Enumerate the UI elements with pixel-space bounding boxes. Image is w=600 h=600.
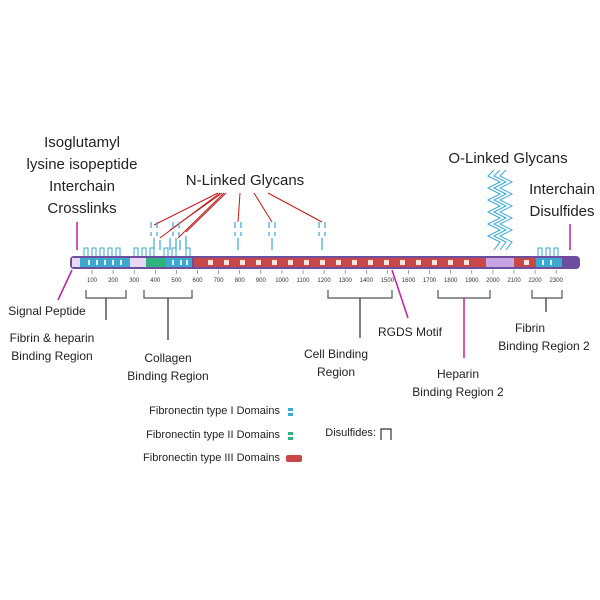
scale-tick-label: 300 bbox=[129, 278, 140, 284]
region-brackets bbox=[85, 290, 563, 299]
scale-tick-label: 900 bbox=[256, 278, 267, 284]
scale-tick-label: 500 bbox=[171, 278, 182, 284]
scale-tick-label: 1100 bbox=[297, 278, 311, 284]
legend-type2-label: Fibronectin type II Domains bbox=[146, 429, 280, 441]
heparin2-bracket bbox=[437, 290, 491, 299]
isopeptide-label: Isoglutamyl lysine isopeptide Interchain… bbox=[27, 134, 138, 217]
legend-type3-swatch bbox=[286, 455, 302, 462]
legend: Fibronectin type I Domains Fibronectin t… bbox=[143, 405, 392, 464]
signal-peptide-pointer bbox=[57, 269, 73, 301]
linker-region bbox=[130, 258, 146, 267]
disulfides-top-line-2: Disulfides bbox=[529, 203, 594, 220]
legend-disulfides-label: Disulfides: bbox=[325, 427, 376, 439]
scale-tick-label: 2200 bbox=[528, 278, 542, 284]
rgds-label: RGDS Motif bbox=[378, 325, 443, 339]
fibrin-heparin-bracket bbox=[85, 290, 127, 299]
scale-tick-label: 2100 bbox=[507, 278, 521, 284]
glycan-tree bbox=[172, 222, 180, 250]
glycan-tree bbox=[318, 222, 326, 250]
legend-disulfide-icon bbox=[380, 428, 392, 440]
scale-tick-label: 2300 bbox=[550, 278, 564, 284]
protein-bar bbox=[70, 256, 580, 269]
type1-region-c bbox=[536, 258, 562, 267]
bracket-stems bbox=[105, 298, 547, 358]
scale-tick-label: 600 bbox=[192, 278, 203, 284]
scale-tick-label: 1600 bbox=[402, 278, 416, 284]
collagen-line-2: Binding Region bbox=[127, 369, 208, 383]
glycan-tree bbox=[234, 222, 242, 250]
fibrin2-bracket bbox=[531, 290, 563, 299]
rgds-pointer bbox=[391, 269, 409, 319]
isopeptide-line-4: Crosslinks bbox=[47, 200, 116, 217]
scale-tick-label: 200 bbox=[108, 278, 119, 284]
disulfides-top-line-1: Interchain bbox=[529, 181, 595, 198]
scale-tick-label: 400 bbox=[150, 278, 161, 284]
cell-binding-bracket bbox=[327, 290, 393, 299]
scale-tick-label: 1000 bbox=[275, 278, 289, 284]
scale-tick-label: 2000 bbox=[486, 278, 500, 284]
scale-tick-label: 1500 bbox=[381, 278, 395, 284]
scale-ticks: 100 200 300 400 500 600 700 800 900 1000 1100 1200 1… bbox=[87, 270, 564, 284]
scale-tick-label: 1700 bbox=[423, 278, 437, 284]
fibrin-heparin-line-2: Binding Region bbox=[11, 349, 92, 363]
isopeptide-line-1: Isoglutamyl bbox=[44, 134, 120, 151]
scale-tick-label: 1200 bbox=[317, 278, 331, 284]
o-linked-region bbox=[486, 258, 514, 267]
fibrin2-line-2: Binding Region 2 bbox=[498, 339, 590, 353]
scale-tick-label: 1400 bbox=[360, 278, 374, 284]
glycan-tree bbox=[150, 222, 158, 250]
o-glycan-stack bbox=[486, 169, 514, 251]
n-glycan-trees bbox=[150, 222, 326, 250]
disulfide-loops bbox=[83, 247, 559, 256]
domain-separators bbox=[88, 260, 552, 265]
n-glycans-label: N-Linked Glycans bbox=[186, 172, 304, 189]
legend-type1-swatch bbox=[288, 408, 293, 416]
isopeptide-line-3: Interchain bbox=[49, 178, 115, 195]
legend-type2-swatch bbox=[288, 432, 293, 440]
legend-type3-label: Fibronectin type III Domains bbox=[143, 452, 280, 464]
fibrin-heparin-line-1: Fibrin & heparin bbox=[10, 331, 95, 345]
cell-binding-line-1: Cell Binding bbox=[304, 347, 368, 361]
signal-peptide-label: Signal Peptide bbox=[8, 304, 86, 318]
scale-tick-label: 800 bbox=[235, 278, 246, 284]
scale-tick-label: 700 bbox=[214, 278, 225, 284]
legend-type1-label: Fibronectin type I Domains bbox=[149, 405, 280, 417]
type1-region-b bbox=[166, 258, 192, 267]
collagen-bracket bbox=[143, 290, 193, 299]
heparin2-line-2: Binding Region 2 bbox=[412, 385, 504, 399]
n-glycan-leaders bbox=[153, 192, 323, 239]
collagen-line-1: Collagen bbox=[144, 351, 191, 365]
cell-binding-line-2: Region bbox=[317, 365, 355, 379]
c-terminus bbox=[562, 258, 578, 267]
signal-peptide-segment bbox=[72, 258, 80, 267]
isopeptide-line-2: lysine isopeptide bbox=[27, 156, 138, 173]
type2-region bbox=[146, 258, 166, 267]
scale-tick-label: 1300 bbox=[339, 278, 353, 284]
scale-tick-label: 1800 bbox=[444, 278, 458, 284]
glycan-tree bbox=[268, 222, 276, 250]
fibrin2-line-1: Fibrin bbox=[515, 321, 545, 335]
scale-tick-label: 1900 bbox=[465, 278, 479, 284]
scale-tick-label: 100 bbox=[87, 278, 98, 284]
heparin2-line-1: Heparin bbox=[437, 367, 479, 381]
o-glycans-label: O-Linked Glycans bbox=[448, 150, 567, 167]
